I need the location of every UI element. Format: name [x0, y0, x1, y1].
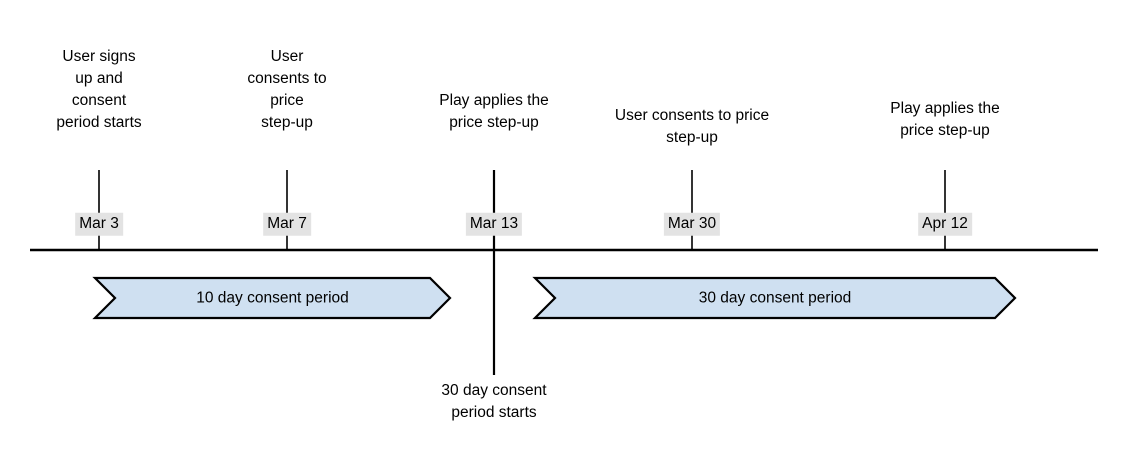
date-chip-mar-7: Mar 7 [263, 212, 311, 236]
period-bar-consent-period-10-day [92, 276, 452, 320]
below-annotation-thirty-day-consent-start: 30 day consent period starts [441, 382, 547, 421]
tick-group [98, 170, 946, 375]
period-bar-group [92, 276, 1017, 320]
event-caption-mar-3: User signs up and consent period starts [56, 48, 142, 131]
event-caption-mar-7: User consents to price step-up [247, 48, 327, 131]
date-chip-mar-30: Mar 30 [663, 212, 721, 236]
date-chip-mar-13: Mar 13 [465, 212, 523, 236]
period-bar-label-consent-period-30-day: 30 day consent period [698, 289, 852, 307]
date-chip-mar-3: Mar 3 [75, 212, 123, 236]
date-chip-apr-12: Apr 12 [918, 212, 972, 236]
period-bar-label-consent-period-10-day: 10 day consent period [196, 289, 349, 307]
period-bar-consent-period-30-day [532, 276, 1017, 320]
event-caption-mar-13: Play applies the price step-up [439, 92, 549, 131]
event-caption-apr-12: Play applies the price step-up [890, 100, 1000, 139]
event-caption-mar-30: User consents to price step-up [614, 107, 770, 146]
